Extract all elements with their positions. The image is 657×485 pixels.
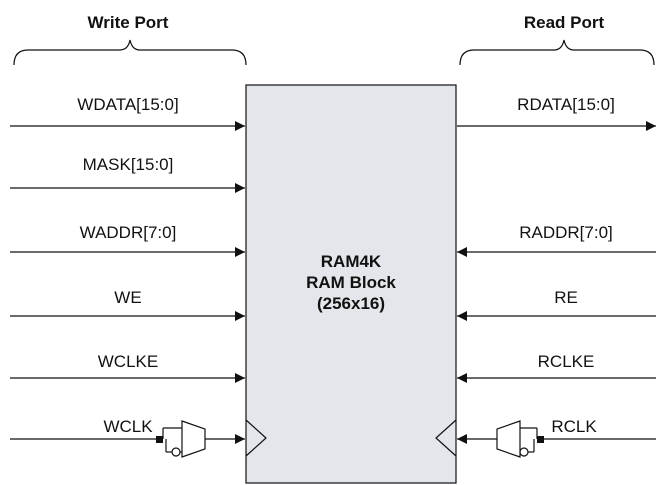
signal-wclke-label: WCLKE — [98, 352, 158, 371]
signal-wclk-label: WCLK — [103, 417, 153, 436]
rclk-polarity-mux — [496, 420, 656, 458]
read-port-brace — [459, 39, 655, 66]
ram-block — [245, 84, 457, 484]
ram-block-name: RAM4K — [321, 252, 382, 271]
signal-we-label: WE — [114, 288, 141, 307]
signal-raddr-label: RADDR[7:0] — [519, 223, 613, 242]
signal-wdata-label: WDATA[15:0] — [77, 95, 178, 114]
ram-block-size: (256x16) — [317, 294, 385, 313]
signal-waddr-label: WADDR[7:0] — [80, 223, 177, 242]
read-clock-edge-indicator — [435, 419, 457, 457]
signal-rdata-label: RDATA[15:0] — [517, 95, 615, 114]
write-clock-edge-indicator — [245, 419, 267, 457]
wclk-polarity-mux — [10, 420, 206, 458]
write-port-brace — [13, 39, 247, 66]
signal-rclk-label: RCLK — [551, 417, 597, 436]
read-port-title: Read Port — [524, 13, 605, 32]
signal-re-label: RE — [554, 288, 578, 307]
signal-rclke-label: RCLKE — [538, 352, 595, 371]
signal-mask-label: MASK[15:0] — [83, 155, 174, 174]
ram-block-type: RAM Block — [306, 273, 396, 292]
write-port-title: Write Port — [88, 13, 169, 32]
